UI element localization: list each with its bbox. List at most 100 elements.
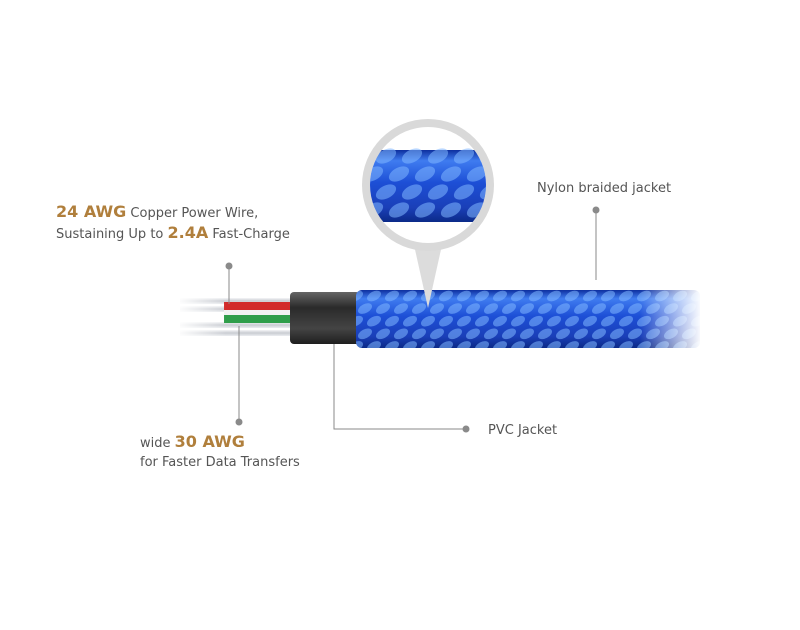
power-line1-text: Copper Power Wire,: [126, 206, 259, 221]
braid-strand: [628, 303, 642, 314]
braid-strand: [565, 315, 579, 327]
braid-strand: [430, 303, 444, 314]
braid-strand: [466, 166, 486, 182]
braid-strand: [484, 328, 498, 340]
braid-strand: [619, 315, 633, 327]
braid-strand: [475, 315, 489, 327]
braid-strand: [440, 202, 462, 218]
braid-strand: [370, 166, 384, 182]
braid-strand: [490, 163, 515, 185]
braid-strand: [385, 290, 399, 302]
braid-strand: [583, 290, 597, 302]
green-wire: [224, 315, 296, 323]
braid-strand: [565, 341, 579, 348]
power-line2-text: Sustaining Up to: [56, 227, 168, 242]
braid-strand: [412, 328, 426, 340]
braid-strand: [403, 290, 417, 302]
braid-strand: [592, 303, 606, 314]
braid-strand: [538, 303, 552, 314]
braid-strand: [453, 148, 475, 164]
braid-strand: [385, 315, 399, 327]
braid-strand: [610, 303, 624, 314]
braid-strand: [592, 328, 606, 340]
braid-strand: [493, 341, 507, 348]
braid-strand: [388, 202, 410, 218]
braid-strand: [394, 328, 408, 340]
braid-strand: [479, 184, 486, 200]
braid-strand: [511, 341, 525, 348]
power-line2-after: Fast-Charge: [208, 227, 290, 242]
braid-strand: [457, 290, 471, 302]
braid-strand: [414, 166, 436, 182]
braid-strand: [565, 290, 579, 302]
braid-strand: [574, 328, 588, 340]
braid-strand: [375, 148, 397, 164]
braid-strand: [356, 341, 363, 348]
braid-strand: [358, 303, 372, 314]
braid-strand: [439, 341, 453, 348]
braid-strand: [421, 315, 435, 327]
braid-strand: [475, 290, 489, 302]
braid-strand: [601, 341, 615, 348]
braid-strand: [493, 290, 507, 302]
silver-wire-bottom: [180, 330, 295, 336]
braid-strand: [583, 341, 597, 348]
braid-strand: [529, 315, 543, 327]
braid-strand: [601, 315, 615, 327]
braid-strand: [502, 303, 516, 314]
braid-strand: [440, 166, 462, 182]
silver-wire-lower: [180, 322, 295, 328]
braid-strand: [356, 315, 363, 327]
braid-strand: [556, 303, 570, 314]
nylon-braided-jacket: [356, 286, 702, 352]
braid-strand: [502, 328, 516, 340]
braid-strand: [427, 184, 449, 200]
red-wire: [224, 302, 296, 311]
braid-strand: [457, 341, 471, 348]
braid-strand: [414, 202, 436, 218]
braid-strand: [628, 328, 642, 340]
braid-strand: [529, 290, 543, 302]
leader-dots: [225, 206, 600, 433]
braid-strand: [520, 303, 534, 314]
braid-strand: [448, 328, 462, 340]
braid-strand: [403, 315, 417, 327]
braid-strand: [484, 303, 498, 314]
braid-strand: [538, 328, 552, 340]
wire-fade: [176, 294, 226, 340]
power-awg-highlight: 24 AWG: [56, 202, 127, 221]
magnifier-callout: [362, 119, 515, 308]
braid-strand: [356, 290, 363, 302]
braid-strand: [367, 315, 381, 327]
braid-strand: [358, 328, 372, 340]
braid-strand: [376, 328, 390, 340]
data-line2-text: for Faster Data Transfers: [140, 455, 300, 470]
braid-strand: [547, 315, 561, 327]
braid-strand: [427, 148, 449, 164]
silver-wire-top: [180, 298, 295, 304]
braid-strand: [475, 341, 489, 348]
braid-strand: [401, 184, 423, 200]
braid-strand: [439, 290, 453, 302]
braid-strand: [376, 303, 390, 314]
braid-strand: [457, 315, 471, 327]
braid-strand: [439, 315, 453, 327]
data-awg-highlight: 30 AWG: [174, 432, 245, 451]
braid-strand: [401, 148, 423, 164]
data-wire-label: wide 30 AWG for Faster Data Transfers: [140, 432, 300, 472]
braid-strand: [403, 341, 417, 348]
power-amp-highlight: 2.4A: [167, 223, 209, 242]
pvc-jacket-label: PVC Jacket: [488, 423, 558, 438]
braid-strand: [520, 328, 534, 340]
braid-strand: [367, 290, 381, 302]
pvc-jacket: [290, 292, 360, 344]
braid-strand: [574, 303, 588, 314]
braid-strand: [466, 303, 480, 314]
braid-strand: [466, 328, 480, 340]
braid-strand: [493, 315, 507, 327]
braid-strand: [529, 341, 543, 348]
braid-strand: [448, 303, 462, 314]
leader-lines: [228, 210, 597, 430]
braid-strand: [511, 290, 525, 302]
